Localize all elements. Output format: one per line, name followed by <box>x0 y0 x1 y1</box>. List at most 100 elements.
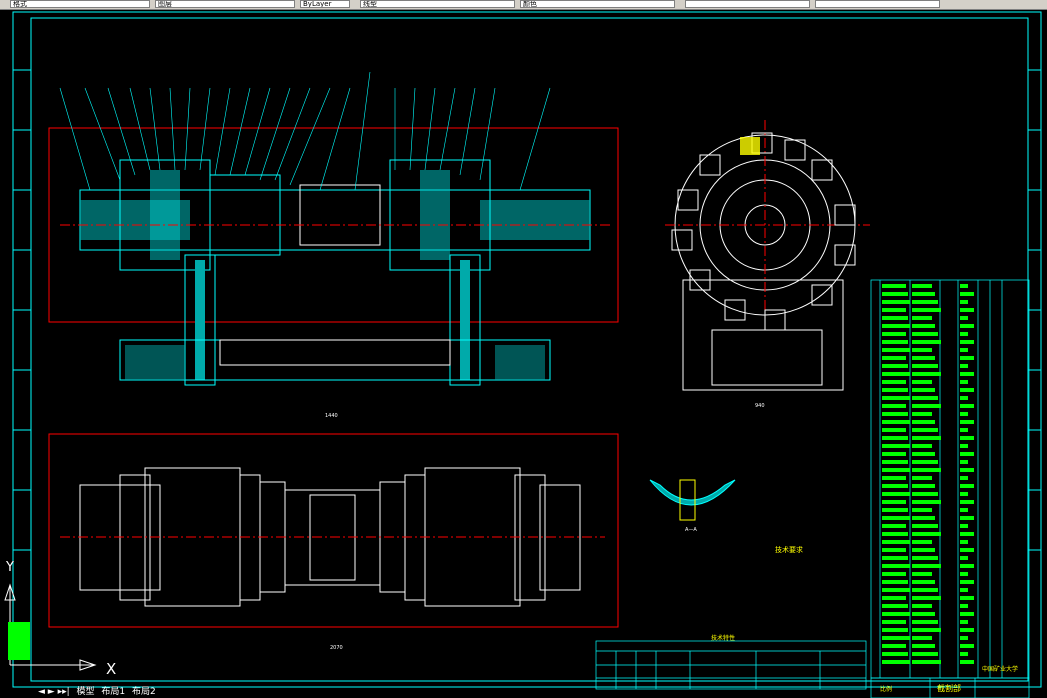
bom-row-code <box>882 556 908 560</box>
drawing-canvas[interactable] <box>0 10 1047 698</box>
tab-layout1[interactable]: 布局1 <box>101 687 126 697</box>
tech-table <box>595 640 867 690</box>
bom-row-code <box>882 292 908 296</box>
bom-row-code <box>882 620 906 624</box>
bom-row-code <box>882 532 908 536</box>
bom-row-code <box>882 444 910 448</box>
bom-row-name <box>912 516 935 520</box>
bom-row-code <box>882 572 906 576</box>
bom-row-material <box>960 300 968 304</box>
bom-row-material <box>960 308 974 312</box>
view-frames <box>48 127 619 628</box>
bom-row-code <box>882 380 906 384</box>
dimension-drum: 940 <box>755 403 765 409</box>
properties-dropdown[interactable]: 格式 <box>10 0 150 8</box>
section-aa-view <box>649 479 736 521</box>
bom-row-code <box>882 636 910 640</box>
bom-row-name <box>912 572 932 576</box>
bom-row-code <box>882 404 906 408</box>
bom-row-code <box>882 412 908 416</box>
bom-row-name <box>912 644 935 648</box>
linetype-dropdown[interactable]: 线型 <box>360 0 515 8</box>
bom-row-code <box>882 436 908 440</box>
bom-row-material <box>960 532 974 536</box>
bom-row-code <box>882 396 910 400</box>
bom-row-code <box>882 596 906 600</box>
bom-row-material <box>960 612 974 616</box>
bom-row-name <box>912 564 941 568</box>
bom-row-material <box>960 604 968 608</box>
style-dropdown[interactable] <box>815 0 940 8</box>
tab-layout2[interactable]: 布局2 <box>132 687 156 697</box>
dimension-shaft: 1440 <box>325 413 338 419</box>
title-block-scale-label: 比例 <box>880 686 893 693</box>
bom-row-code <box>882 420 910 424</box>
color-dropdown[interactable]: ByLayer <box>300 0 350 8</box>
bom-row-material <box>960 652 968 656</box>
bom-row-name <box>912 412 932 416</box>
bom-row-name <box>912 548 935 552</box>
plotstyle-dropdown[interactable] <box>685 0 810 8</box>
bom-row-material <box>960 540 968 544</box>
bom-row-code <box>882 540 910 544</box>
bom-row-material <box>960 380 968 384</box>
bom-row-code <box>882 644 906 648</box>
bom-row-material <box>960 420 974 424</box>
bom-row-name <box>912 356 935 360</box>
bom-row-material <box>960 348 968 352</box>
bom-row-name <box>912 652 938 656</box>
bom-row-name <box>912 468 941 472</box>
bom-row-material <box>960 476 968 480</box>
bom-row-name <box>912 388 935 392</box>
bom-row-name <box>912 452 935 456</box>
bom-row-material <box>960 372 974 376</box>
bom-row-material <box>960 596 974 600</box>
tech-table-title: 技术特性 <box>711 635 736 642</box>
bom-row-code <box>882 364 908 368</box>
bom-row-material <box>960 580 974 584</box>
bom-row-code <box>882 316 908 320</box>
title-block-company: 中国矿业大学 <box>982 666 1019 673</box>
bom-row-material <box>960 492 968 496</box>
bom-row-material <box>960 436 974 440</box>
bom-row-name <box>912 428 938 432</box>
bom-row-name <box>912 612 935 616</box>
layer-dropdown[interactable]: 图层 <box>155 0 295 8</box>
bom-row-material <box>960 332 968 336</box>
bom-row-material <box>960 524 968 528</box>
bom-row-name <box>912 436 941 440</box>
bom-row-code <box>882 652 908 656</box>
bom-row-code <box>882 484 908 488</box>
bom-row-material <box>960 404 974 408</box>
bom-row-code <box>882 476 906 480</box>
bom-rows <box>882 284 974 664</box>
plan-view <box>60 467 605 607</box>
title-block-name: 截割部 <box>937 684 961 693</box>
bom-row-material <box>960 644 974 648</box>
ucs-x-label: X <box>106 660 117 678</box>
bom-row-material <box>960 636 968 640</box>
bom-row-name <box>912 628 941 632</box>
bom-row-material <box>960 588 968 592</box>
bom-row-name <box>912 636 932 640</box>
bom-row-code <box>882 452 906 456</box>
bom-row-material <box>960 364 968 368</box>
bom-row-material <box>960 316 968 320</box>
bom-row-name <box>912 292 935 296</box>
bom-row-material <box>960 284 968 288</box>
bom-row-material <box>960 484 974 488</box>
layout-tabs: ◄ ► ▸▸| 模型 布局1 布局2 <box>38 686 338 698</box>
bom-row-name <box>912 380 932 384</box>
tab-nav-arrows[interactable]: ◄ ► ▸▸| <box>38 687 70 697</box>
bom-row-name <box>912 364 938 368</box>
tab-model[interactable]: 模型 <box>76 687 95 697</box>
bom-row-name <box>912 484 935 488</box>
dimension-overall: 2070 <box>330 645 343 651</box>
bom-row-code <box>882 524 906 528</box>
bom-row-material <box>960 628 974 632</box>
bom-row-code <box>882 508 908 512</box>
bom-row-material <box>960 356 974 360</box>
bom-row-material <box>960 452 974 456</box>
bom-row-name <box>912 372 941 376</box>
lineweight-dropdown[interactable]: 颜色 <box>520 0 675 8</box>
